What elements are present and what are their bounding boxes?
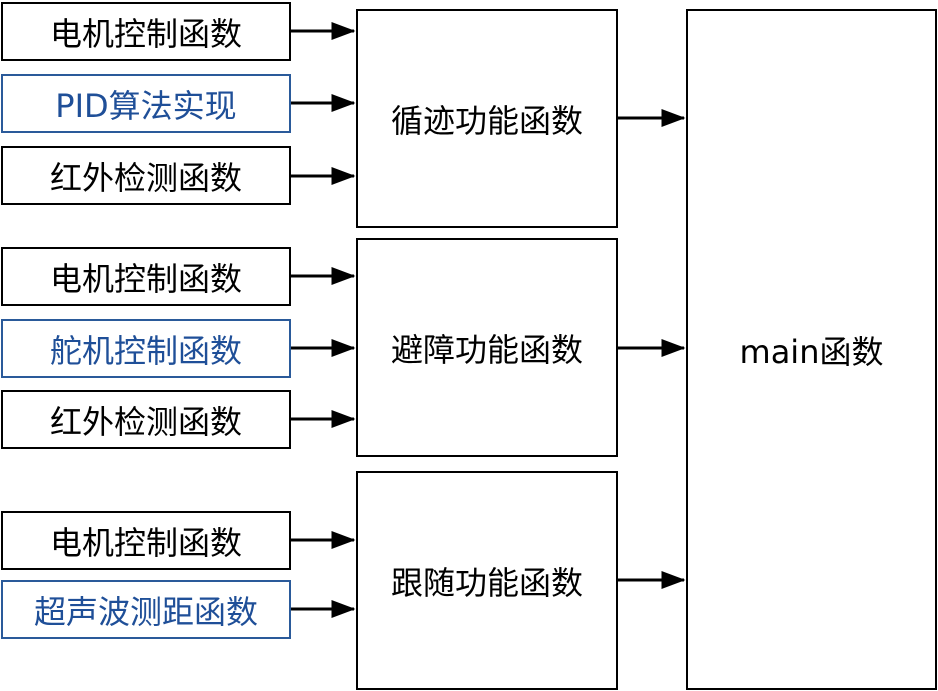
input-label: PID算法实现	[55, 86, 237, 125]
input-box-servo-control: 舵机控制函数	[1, 319, 291, 378]
input-box-pid-algorithm: PID算法实现	[1, 74, 291, 133]
input-label: 超声波测距函数	[33, 592, 258, 631]
function-label: 避障功能函数	[390, 330, 583, 369]
input-label: 电机控制函数	[49, 14, 242, 53]
input-label: 舵机控制函数	[49, 331, 242, 370]
input-label: 电机控制函数	[49, 259, 242, 298]
function-box-following: 跟随功能函数	[356, 471, 618, 690]
input-label: 红外检测函数	[49, 158, 242, 197]
input-box-infrared-detect-1: 红外检测函数	[1, 146, 291, 205]
input-label: 红外检测函数	[49, 402, 242, 441]
main-function-box: main函数	[686, 9, 937, 690]
input-box-ultrasonic-ranging: 超声波测距函数	[1, 580, 291, 639]
function-label: 循迹功能函数	[390, 101, 583, 140]
input-box-motor-control-1: 电机控制函数	[1, 2, 291, 61]
input-box-motor-control-2: 电机控制函数	[1, 247, 291, 306]
function-box-line-tracking: 循迹功能函数	[356, 9, 618, 228]
function-label: 跟随功能函数	[390, 563, 583, 602]
input-label: 电机控制函数	[49, 523, 242, 562]
input-box-infrared-detect-2: 红外检测函数	[1, 390, 291, 449]
function-box-obstacle-avoidance: 避障功能函数	[356, 238, 618, 457]
input-box-motor-control-3: 电机控制函数	[1, 511, 291, 570]
main-label: main函数	[739, 332, 884, 371]
